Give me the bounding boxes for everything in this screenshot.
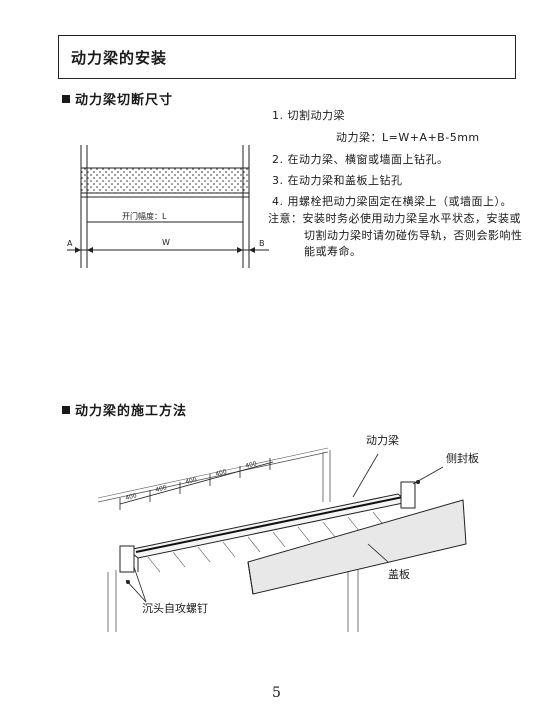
dimension-label-a: A	[67, 239, 73, 248]
spacing-dim-4: 400	[215, 468, 228, 478]
side-end-plate-right	[400, 481, 416, 509]
note-line-3: 能或寿命。	[304, 245, 362, 258]
square-bullet-icon	[62, 95, 70, 103]
cut-size-diagram: 开门幅度：L A W B	[67, 145, 269, 268]
label-power-beam: 动力梁	[366, 434, 399, 447]
label-countersunk-screw: 沉头自攻螺钉	[142, 602, 208, 615]
label-cover-plate: 盖板	[388, 568, 410, 581]
beam-cross-section	[80, 167, 250, 194]
cover-plate	[247, 499, 467, 595]
side-end-plate-left	[119, 545, 135, 573]
step-3: 3. 在动力梁和盖板上钻孔	[272, 174, 403, 187]
note-line-2: 切割动力梁时请勿碰伤导轨，否则会影响性	[304, 229, 523, 242]
spacing-dim-2: 400	[155, 484, 168, 494]
step-1-formula: 动力梁：L=W+A+B-5mm	[336, 131, 480, 144]
label-side-plate: 侧封板	[446, 452, 479, 465]
spacing-dim-1: 400	[125, 492, 138, 502]
section-heading-cut-size: 动力梁切断尺寸	[62, 89, 173, 108]
note-line-1: 注意：安装时务必使用动力梁呈水平状态，安装或	[268, 212, 521, 225]
step-1: 1. 切割动力梁	[272, 109, 345, 122]
dimension-label-b: B	[259, 239, 265, 248]
section-heading-text: 动力梁切断尺寸	[75, 93, 174, 108]
dimension-label-w: W	[162, 238, 170, 247]
opening-width-label: 开门幅度：L	[122, 211, 167, 221]
construction-diagram: 400 400 400 400 400	[98, 447, 467, 632]
step-4: 4. 用螺栓把动力梁固定在横梁上（或墙面上）。	[272, 195, 512, 208]
section-heading-text: 动力梁的施工方法	[75, 404, 188, 419]
spacing-dim-5: 400	[245, 460, 258, 470]
spacing-dim-3: 400	[185, 476, 198, 486]
page-number: 5	[272, 685, 281, 701]
step-2: 2. 在动力梁、横窗或墙面上钻孔。	[272, 153, 449, 166]
square-bullet-icon	[62, 406, 70, 414]
title-box: 动力梁的安装	[58, 35, 516, 79]
section-heading-construction: 动力梁的施工方法	[62, 400, 187, 419]
page-title: 动力梁的安装	[71, 49, 168, 67]
